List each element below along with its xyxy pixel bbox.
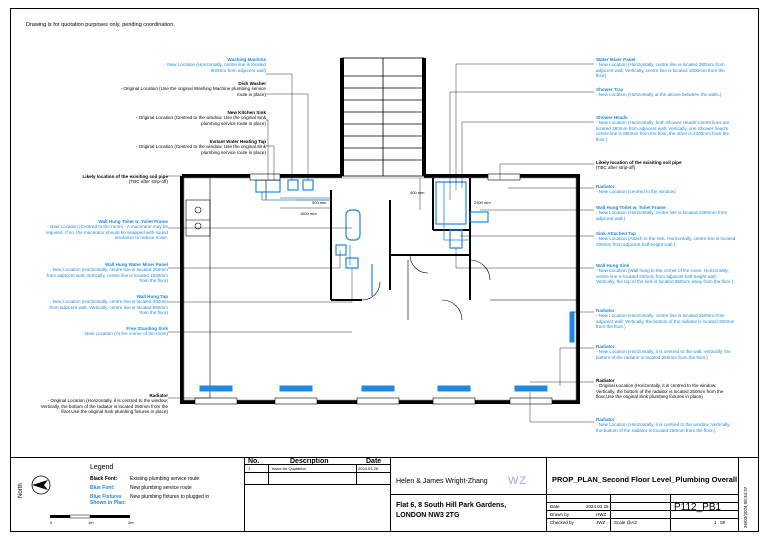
shower-tray-fixture	[435, 181, 467, 225]
annotation-radiator-r3: Radiator- New Location (Horizontally, it…	[596, 344, 731, 360]
wall-sink-fixture	[449, 229, 463, 249]
annotation-washing-machine: Washing Machine- New Location (Horizonta…	[164, 57, 266, 73]
dish-washer-fixture	[302, 179, 314, 191]
kitchen-sink-fixture	[255, 179, 281, 193]
sheet-border	[10, 8, 759, 532]
north-label: North	[18, 483, 24, 498]
drawing-title: PROP_PLAN_Second Floor Level_Plumbing Ov…	[552, 475, 738, 484]
quotation-note: Drawing is for quotation purposes only, …	[26, 22, 175, 28]
drawing-number: P112_PB1	[674, 502, 722, 513]
wall-toilet-fixture	[469, 211, 489, 223]
existing-fabric	[183, 177, 577, 401]
rev-header-date: Date	[366, 458, 382, 465]
annotation-wall-toilet-left: Wall Hung Toilet w. Toilet Frame- New Lo…	[45, 219, 168, 241]
annotation-soil-pipe-left: Likely location of the exisiting soil pi…	[82, 174, 168, 185]
annotation-soil-pipe-right: Likely location of the exisiting soil pi…	[596, 160, 682, 171]
legend-fixtures-label: Blue Fixtures Shown in Plan:	[90, 494, 126, 506]
drawn-by-value: HWZ	[596, 512, 607, 517]
rev-row-desc: Issue for Quotation	[272, 466, 306, 471]
north-arrow-icon	[31, 475, 51, 495]
scale-0: 0	[50, 520, 53, 525]
annotation-free-sink: Free Standing Sink- New Location (At the…	[82, 326, 168, 337]
legend-black-desc: Existing plumbing service route	[130, 476, 200, 482]
annotation-kitchen-sink: New Kitchen Sink- Original Location (Cen…	[135, 110, 266, 126]
windows	[194, 173, 553, 405]
drawn-by-label: Drawn by	[550, 512, 570, 517]
wz-logo: WZ	[508, 475, 528, 487]
title-block: Legend Black Font: Existing plumbing ser…	[10, 457, 759, 533]
legend-fixtures-desc: New plumbing fixtures to plugged in	[130, 494, 210, 500]
date-label: Date	[550, 504, 560, 509]
annotation-radiator-r2: Radiator- New Location (Horizontally, ce…	[596, 308, 735, 330]
washing-machine-fixture	[287, 179, 299, 191]
scale-2: 2m	[128, 520, 134, 525]
annotation-shower-tray: Shower Tray- New Location (Horizontally …	[596, 87, 722, 98]
side-timestamp: 26/03/2024 08:34:37	[743, 486, 748, 528]
annotation-sink-tap: Sink-Attached Tap- New Location (Attach …	[596, 231, 736, 247]
rev-header-desc: Description	[290, 458, 329, 465]
rev-row-date: 2024.03.25	[358, 466, 379, 471]
annotation-radiator-r4: Radiator- Original Location (Horizontall…	[596, 378, 724, 400]
scale-bar	[50, 514, 130, 519]
mixer-panel-fixture	[335, 244, 347, 256]
annotation-radiator-r5: Radiator- New Location (Horizontally, it…	[596, 417, 731, 433]
new-fixtures	[255, 179, 489, 296]
annotation-shower-heads: Shower Heads- New Location (Horizontally…	[596, 115, 730, 142]
address-line-1: Flat 6, 8 South Hill Park Gardens,	[396, 502, 507, 509]
plumbing-routes	[261, 182, 470, 265]
dimension-400: 400 mm	[410, 190, 425, 195]
annotation-wall-sink: Wall Hung Sink- New Location (Wall hung …	[596, 263, 734, 285]
checked-by-label: Checked by	[550, 520, 574, 525]
annotation-dish-washer: Dish Washer- Original Location (Use the …	[120, 81, 266, 97]
dimension-900: 900 mm	[312, 200, 327, 205]
rev-row-no: 1	[248, 466, 251, 471]
annotation-radiator-r1: Radiator- New Location (centred to the w…	[596, 184, 676, 195]
client-name: Helen & James Wright-Zhang	[396, 478, 488, 485]
leader-lines	[168, 63, 594, 423]
dimension-2300: 2300 mm	[474, 200, 491, 205]
annotation-water-mixer-right: Water Mixer Panel- New Location (Horizon…	[596, 57, 725, 79]
dimension-lines	[280, 178, 471, 240]
free-standing-sink-fixture	[345, 257, 359, 269]
address-line-2: LONDON NW3 2TG	[396, 512, 460, 519]
annotation-instant-tap: Instant Water Heating Tap- Original Loca…	[135, 139, 266, 155]
legend-blue-label: Blue Font:	[90, 485, 115, 491]
date-value: 2024.03.25	[586, 504, 609, 509]
scale-label: Scale @A3	[614, 520, 637, 525]
annotation-mixer-panel-left: Wall Hung Water Mixer Panel- New Locatio…	[46, 262, 168, 284]
radiators	[199, 174, 575, 392]
dimension-1500: 1500 mm	[300, 211, 317, 216]
legend-blue-desc: New plumbing service route	[130, 485, 192, 491]
legend-black-label: Black Font:	[90, 476, 118, 482]
stair-core	[341, 57, 425, 177]
toilet-fixture	[345, 209, 361, 241]
legend-title: Legend	[90, 464, 114, 471]
rev-header-no: No.	[248, 458, 260, 465]
annotation-wall-tap: Wall Hung Tap- New Location (Horizontall…	[49, 294, 168, 316]
annotation-wall-toilet-right: Wall Hung Toilet w. Toilet Frame- New Lo…	[596, 205, 728, 221]
annotation-radiator-left: Radiator- Original Location (Horizontall…	[40, 393, 168, 415]
scale-value: 1 : 50	[714, 520, 726, 525]
checked-by-value: JWZ	[596, 520, 606, 525]
interior-linework	[185, 178, 578, 400]
scale-1: 1m	[88, 520, 94, 525]
